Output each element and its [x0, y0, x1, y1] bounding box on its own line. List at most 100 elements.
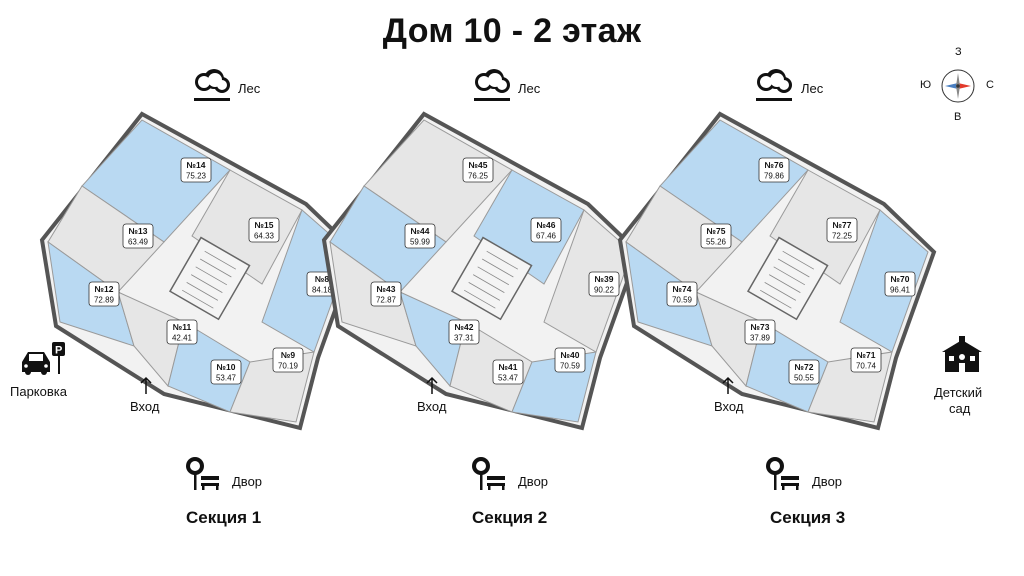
- apartment-area-value: 72.25: [832, 232, 853, 241]
- apartment-area-value: 37.89: [750, 334, 771, 343]
- stair-step: [486, 250, 519, 270]
- yard-icon: [766, 457, 799, 490]
- apartment-area-value: 70.59: [672, 296, 693, 305]
- apartment-label-box: [462, 157, 494, 183]
- apartment-area[interactable]: [191, 169, 303, 285]
- apartment-label-box: [788, 359, 820, 385]
- apartment-area-value: 70.74: [856, 362, 877, 371]
- svg-text:P: P: [55, 345, 62, 357]
- apartment-area-value: 75.23: [186, 172, 207, 181]
- apartment-number: №40: [561, 350, 580, 360]
- stair-step: [777, 258, 810, 278]
- apartment-label-box: [666, 281, 698, 307]
- apartment-number: №8: [315, 274, 329, 284]
- apartment-label-box: [166, 319, 198, 345]
- kindergarten-icon: [942, 336, 982, 372]
- apartment-label[interactable]: №74 70.59: [666, 281, 698, 307]
- forest-label: Лес: [801, 81, 824, 96]
- apartment-label-box: [448, 319, 480, 345]
- apartment-label[interactable]: №73 37.89: [744, 319, 776, 345]
- compass-north: З: [955, 46, 962, 58]
- apartment-number: №15: [255, 220, 274, 230]
- apartment-number: №12: [95, 284, 114, 294]
- apartment-area-value: 72.87: [376, 296, 397, 305]
- entrance-label: Вход: [417, 399, 447, 414]
- apartment-label-box: [758, 157, 790, 183]
- stair-step: [773, 266, 806, 286]
- stair-step: [759, 289, 792, 309]
- stair-core: [168, 236, 251, 321]
- stair-step: [195, 266, 228, 286]
- stair-step: [768, 274, 801, 293]
- apartment-number: №70: [891, 274, 910, 284]
- stair-core: [450, 236, 533, 321]
- compass-south: В: [954, 111, 962, 123]
- apartment-number: №9: [281, 350, 295, 360]
- yard-label: Двор: [812, 474, 843, 489]
- compass-icon: [941, 69, 975, 103]
- apartment-label-box: [826, 217, 858, 243]
- compass-east: С: [986, 79, 994, 91]
- apartment-area[interactable]: [473, 169, 585, 285]
- apartment-number: №39: [595, 274, 614, 284]
- stair-core: [746, 236, 829, 321]
- apartment-number: №74: [673, 284, 692, 294]
- apartment-label[interactable]: №71 70.74: [850, 347, 882, 373]
- stair-step: [764, 282, 797, 301]
- apartment-label-box: [700, 223, 732, 249]
- apartment-label[interactable]: №70 96.41: [884, 271, 916, 297]
- apartment-label[interactable]: №40 70.59: [554, 347, 586, 373]
- apartment-area[interactable]: [769, 169, 881, 285]
- yard-label: Двор: [518, 474, 549, 489]
- entrance-label: Вход: [714, 399, 744, 414]
- apartment-area-value: 84.18: [312, 286, 333, 295]
- apartment-label[interactable]: №9 70.19: [272, 347, 304, 373]
- yard-icon: [186, 457, 219, 490]
- apartment-number: №44: [411, 226, 430, 236]
- apartment-number: №11: [173, 322, 192, 332]
- apartment-number: №10: [217, 362, 236, 372]
- apartment-number: №14: [187, 160, 206, 170]
- apartment-number: №42: [455, 322, 474, 332]
- stair-step: [186, 282, 219, 301]
- apartment-area-value: 63.49: [128, 238, 149, 247]
- apartment-label[interactable]: №14 75.23: [180, 157, 212, 183]
- stair-step: [463, 289, 496, 309]
- forest-icon: [756, 69, 792, 101]
- apartment-label[interactable]: №43 72.87: [370, 281, 402, 307]
- apartment-area-value: 55.26: [706, 238, 727, 247]
- forest-label: Лес: [518, 81, 541, 96]
- apartment-area-value: 70.19: [278, 362, 299, 371]
- apartment-number: №76: [765, 160, 784, 170]
- apartment-number: №45: [469, 160, 488, 170]
- apartment-number: №43: [377, 284, 396, 294]
- stair-step: [477, 266, 510, 286]
- apartment-area-value: 70.59: [560, 362, 581, 371]
- stair-step: [204, 250, 237, 270]
- apartment-label-box: [88, 281, 120, 307]
- apartment-area-value: 96.41: [890, 286, 911, 295]
- stair-step: [190, 274, 223, 293]
- apartment-number: №71: [857, 350, 876, 360]
- apartment-number: №73: [751, 322, 770, 332]
- apartment-label-box: [248, 217, 280, 243]
